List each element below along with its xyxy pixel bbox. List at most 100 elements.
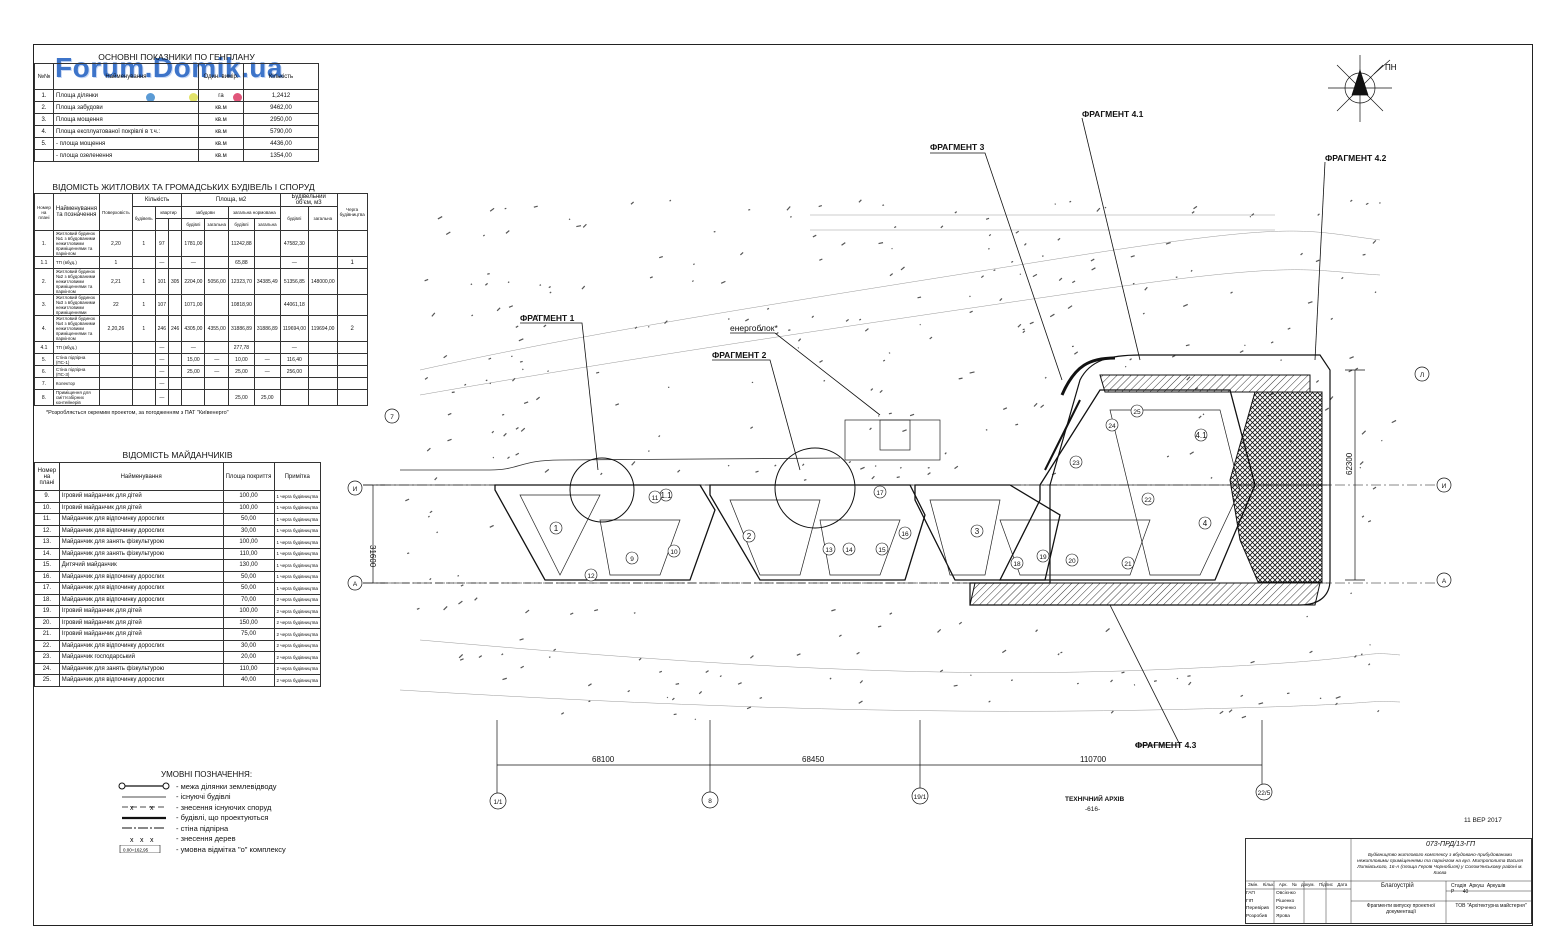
survey-mark: [457, 574, 460, 577]
title-block-grid: [1246, 839, 1531, 923]
buildings-table: Номер на плані Найменування та позначенн…: [34, 193, 368, 406]
label-fragment-3: ФРАГМЕНТ 3: [930, 142, 985, 152]
section-name: Благоустрій: [1381, 883, 1414, 889]
survey-mark: [1324, 407, 1330, 411]
svg-text:x: x: [150, 805, 154, 811]
site-number: 11: [652, 495, 659, 502]
survey-mark: [458, 600, 463, 605]
survey-mark: [427, 515, 430, 518]
playground-cell: 2 черга будівництва: [273, 662, 322, 675]
stage-headers: Стадія Аркуш Аркушів Р 40: [1451, 883, 1505, 895]
survey-mark: [864, 328, 869, 332]
survey-mark: [1306, 615, 1309, 618]
dim-31600: 31600: [368, 545, 377, 568]
survey-mark: [917, 296, 922, 299]
survey-mark: [491, 430, 495, 434]
survey-mark: [1032, 273, 1038, 278]
survey-mark: [1381, 439, 1383, 442]
survey-mark: [993, 269, 996, 272]
survey-mark: [1244, 344, 1246, 347]
survey-mark: [487, 273, 490, 275]
playground-cell: 1 черга будівництва: [273, 536, 322, 549]
playgrounds-title: ВІДОМІСТЬ МАЙДАНЧИКІВ: [122, 450, 233, 460]
survey-mark: [429, 510, 433, 514]
survey-mark: [588, 683, 592, 687]
stage-header: Стадія: [1451, 883, 1467, 889]
survey-mark: [1219, 710, 1224, 715]
survey-mark: [760, 328, 763, 332]
survey-mark: [877, 415, 880, 417]
building-cell: 47582,30: [279, 230, 309, 257]
survey-mark: [518, 338, 524, 342]
signatory-name: Ярова: [1276, 913, 1290, 919]
survey-mark: [1124, 365, 1127, 368]
indicator-row: 4.Площа експлуатованої покрівлі в т.ч.:к…: [34, 125, 319, 138]
dim-110700: 110700: [1080, 755, 1107, 764]
legend-row-existing: - існуючі будівлі: [118, 792, 286, 803]
survey-mark: [478, 655, 483, 658]
survey-mark: [649, 276, 653, 279]
survey-mark: [1091, 267, 1096, 271]
survey-mark: [889, 612, 893, 615]
survey-mark: [496, 307, 501, 312]
survey-mark: [1060, 651, 1063, 654]
survey-mark: [1022, 328, 1025, 331]
boundary-line-icon: [118, 782, 170, 790]
survey-mark: [627, 689, 631, 693]
site-number-circle: [842, 542, 856, 556]
survey-mark: [719, 675, 722, 678]
survey-mark: [1121, 671, 1125, 674]
survey-mark: [1003, 407, 1008, 410]
label-fragment-4-2: ФРАГМЕНТ 4.2: [1325, 153, 1387, 163]
building-cell: 25,00: [181, 365, 206, 378]
survey-mark: [1110, 710, 1114, 714]
survey-mark: [874, 465, 877, 467]
building-row: 5.Стіна підпірна (ПС-1)—15,00—10,00—116,…: [34, 353, 368, 366]
survey-mark: [856, 651, 860, 655]
building-cell: Житловий будинок №1 з вбудованими нежитл…: [52, 230, 101, 257]
survey-mark: [896, 476, 900, 479]
survey-mark: [647, 450, 650, 452]
survey-mark: [705, 670, 709, 673]
survey-mark: [1129, 358, 1132, 361]
survey-mark: [1191, 211, 1195, 214]
survey-mark: [1239, 350, 1244, 354]
survey-mark: [1330, 317, 1333, 320]
site-number: 25: [1133, 409, 1141, 416]
survey-mark: [1230, 291, 1233, 294]
survey-mark: [1365, 202, 1369, 206]
survey-mark: [594, 609, 599, 612]
survey-mark: [902, 429, 907, 433]
survey-mark: [1287, 327, 1291, 330]
site-number-circle: [822, 542, 836, 556]
survey-mark: [443, 354, 448, 359]
site-number: 21: [1124, 561, 1132, 568]
survey-mark: [1307, 301, 1313, 304]
svg-text:x: x: [130, 805, 134, 811]
survey-mark: [870, 388, 874, 391]
survey-mark: [838, 634, 842, 638]
fragment-title: Фрагменти випуску проектної документації: [1366, 903, 1436, 915]
drawing-sheet-frame: [33, 44, 1533, 926]
survey-mark: [503, 432, 507, 437]
th-b-num: Номер на плані: [34, 193, 54, 231]
survey-mark: [520, 665, 525, 669]
survey-mark: [1251, 213, 1255, 217]
site-number-circle: [667, 544, 681, 558]
survey-mark: [1074, 351, 1079, 355]
survey-mark: [464, 383, 467, 386]
survey-mark: [482, 234, 485, 237]
legend-row-wall: - стіна підпірна: [118, 823, 286, 834]
survey-mark: [937, 628, 942, 633]
survey-mark: [1350, 592, 1353, 595]
building-cell: [167, 389, 183, 406]
role-doc: № докум.: [1291, 882, 1315, 887]
survey-mark: [445, 231, 451, 236]
playground-cell: Майданчик господарський: [58, 651, 224, 664]
site-number: 17: [876, 490, 884, 497]
